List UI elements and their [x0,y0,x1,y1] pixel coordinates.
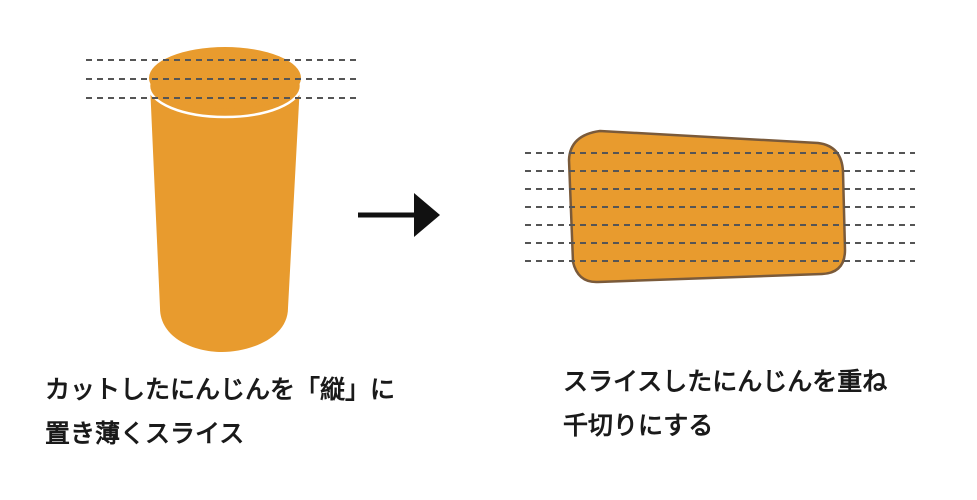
step-2-caption-line-1: スライスしたにんじんを重ね [563,367,888,396]
carrot-cylinder [147,47,303,352]
step-1-caption: カットしたにんじんを「縦」に 置き薄くスライス [45,368,395,456]
right-arrow-icon [358,193,440,237]
step-2-caption: スライスしたにんじんを重ね 千切りにする [563,360,887,448]
step-2-caption-line-2: 千切りにする [563,411,714,440]
step-1-caption-line-2: 置き薄くスライス [45,419,245,448]
cut-lines-julienne [525,152,915,262]
carrot-cylinder-top [149,47,301,109]
cut-lines-vertical-slices [86,59,360,99]
step-1-caption-line-1: カットしたにんじんを「縦」に [45,375,396,404]
carrot-cylinder-body [150,84,300,352]
